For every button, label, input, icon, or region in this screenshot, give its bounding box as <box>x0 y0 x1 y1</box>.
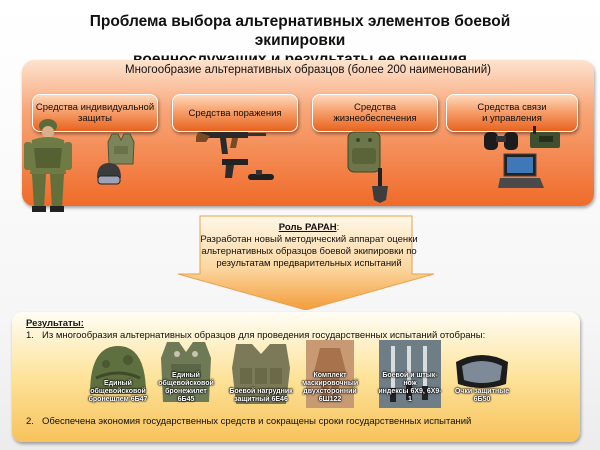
category-communications: Средства связи и управления <box>446 94 578 132</box>
selected-item-label: Очки защитные 6Б50 <box>454 388 510 403</box>
selected-item-label: Единый общевойсковой бронежилет 6Б45 <box>158 372 214 403</box>
selected-item-label: Боевой и штык-нож индексы 6Х9, 6Х9-1 <box>378 372 442 403</box>
selected-item-goggles: Очки защитные 6Б50 <box>452 338 512 410</box>
helmet-icon <box>90 346 146 394</box>
selected-item-knife: Боевой и штык-нож индексы 6Х9, 6Х9-1 <box>377 338 443 410</box>
role-arrow-shape <box>178 215 434 310</box>
role-block: Роль РАРАН: Разработан новый методически… <box>195 222 423 270</box>
rifle-icon <box>196 132 266 154</box>
category-life-support: Средства жизнеобеспечения <box>312 94 438 132</box>
pistol-icon <box>222 159 248 178</box>
category-weapons: Средства поражения <box>172 94 298 132</box>
goggles-icon <box>456 355 508 388</box>
selected-item-vest: Единый общевойсковой бронежилет 6Б45 <box>157 338 215 410</box>
role-heading-colon: : <box>336 222 340 233</box>
helmet-icon <box>97 163 121 185</box>
category-label: Средства поражения <box>188 107 282 119</box>
results-item-number: 2. <box>26 416 34 427</box>
body-armor-icon <box>107 133 135 165</box>
category-label: Средства жизнеобеспечения <box>333 102 417 124</box>
results-item-1: 1. Из многообразия альтернативных образцо… <box>26 330 485 341</box>
binoculars-icon <box>484 132 518 150</box>
variety-heading: Многообразие альтернативных образцов (бо… <box>125 64 491 76</box>
soldier-icon <box>24 119 72 212</box>
results-item-text: Из многообразия альтернативных образцов … <box>42 330 486 341</box>
laptop-icon <box>498 153 544 188</box>
results-item-2: 2. Обеспечена экономия государственных ср… <box>26 416 471 427</box>
results-item-text: Обеспечена экономия государственных сред… <box>42 416 472 427</box>
selected-item-label: Единый общевойсковой бронешлем 6Б47 <box>88 380 148 403</box>
selected-item-label: Комплект маскировочный двухсторонний 6Ш1… <box>302 372 359 403</box>
scope-icon <box>248 170 274 180</box>
results-heading-colon: : <box>80 318 84 329</box>
role-heading: Роль РАРАН <box>278 222 337 233</box>
results-heading: Результаты: <box>26 318 84 329</box>
results-item-number: 1. <box>26 330 34 341</box>
shovel-icon <box>372 168 388 203</box>
radio-icon <box>530 126 560 148</box>
selected-item-helmet: Единый общевойсковой бронешлем 6Б47 <box>86 338 150 410</box>
backpack-icon <box>347 131 381 173</box>
category-label: Средства связи и управления <box>477 102 547 124</box>
vest-icon <box>161 342 211 402</box>
camo-suit-icon <box>306 340 354 408</box>
category-label: Средства индивидуальной защиты <box>35 102 155 124</box>
results-heading-text: Результаты <box>26 318 81 329</box>
selected-item-camo-suit: Комплект маскировочный двухсторонний 6Ш1… <box>302 338 358 410</box>
variety-panel: Многообразие альтернативных образцов (бо… <box>22 60 594 206</box>
selected-item-label: Боевой нагрудник защитный 6Е46 <box>229 388 293 403</box>
knife-icon <box>379 340 441 408</box>
category-personal-protection: Средства индивидуальной защиты <box>32 94 158 132</box>
role-description: Разработан новый методический аппарат оц… <box>200 234 418 269</box>
selected-item-chest-rig: Боевой нагрудник защитный 6Е46 <box>228 338 294 410</box>
chest-rig-icon <box>232 344 290 404</box>
